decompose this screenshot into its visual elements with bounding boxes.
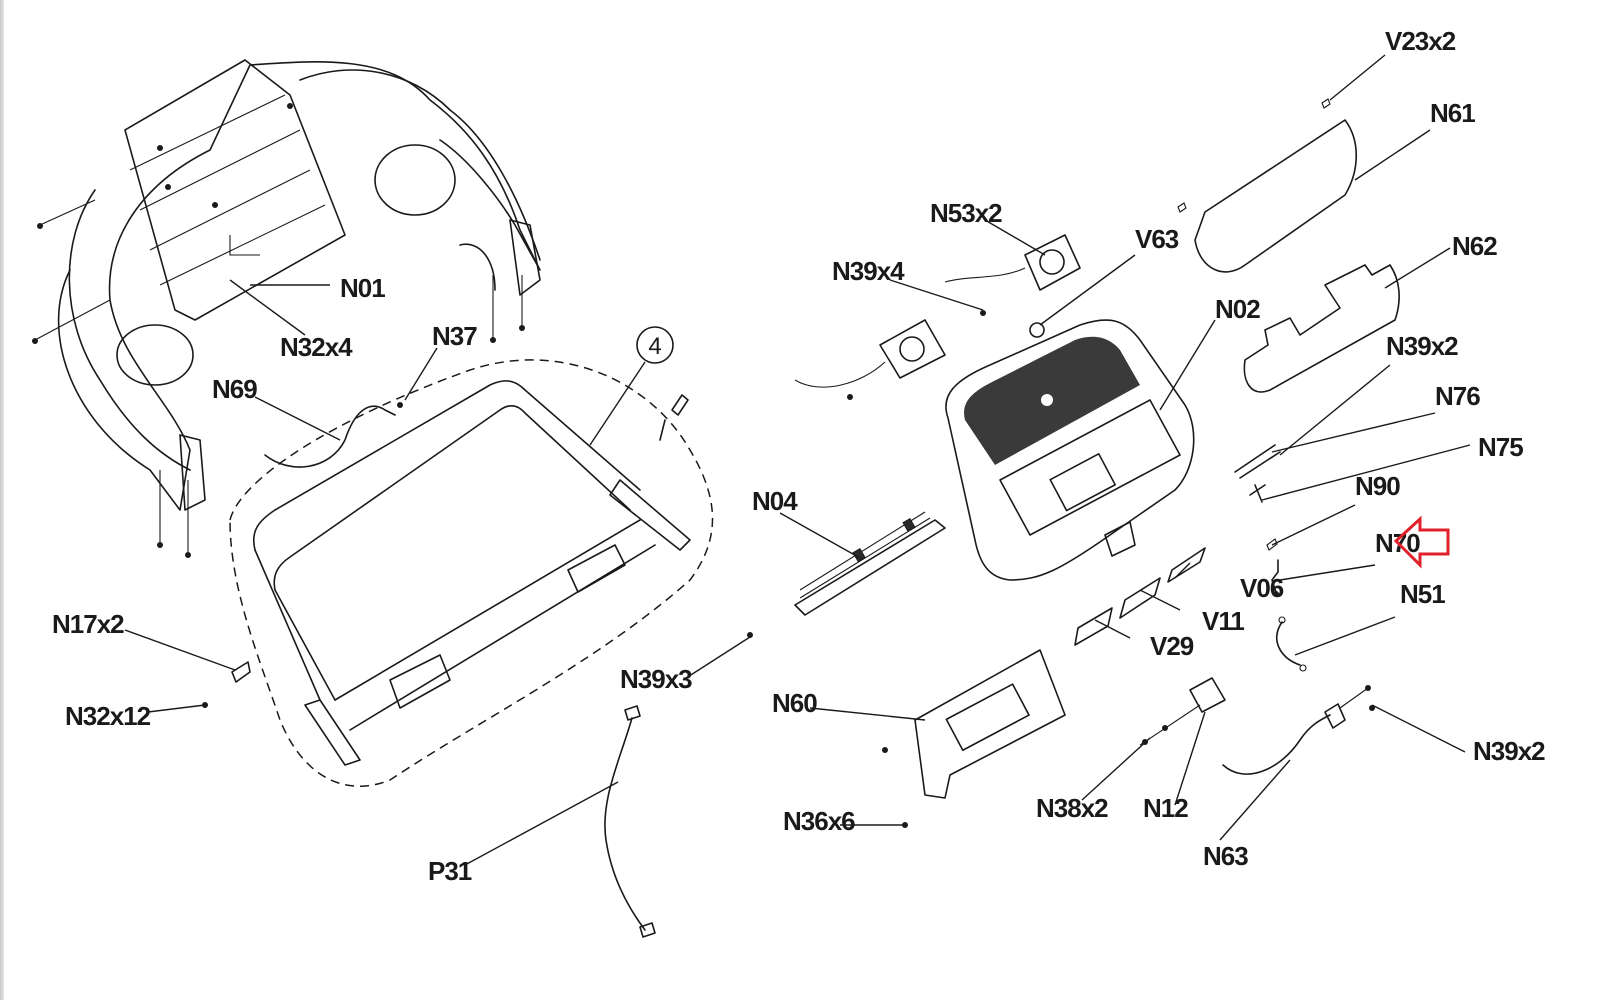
label-n60: N60 (772, 688, 817, 718)
label-n36x6: N36x6 (783, 806, 855, 836)
label-n32x12: N32x12 (65, 701, 151, 731)
highlight-arrow-icon (1393, 515, 1450, 569)
label-v23x2: V23x2 (1385, 26, 1456, 56)
assembly-callout-number: 4 (648, 333, 661, 360)
page-edge-bar (0, 0, 4, 1000)
overlay-n62 (1243, 264, 1400, 393)
handlebar-frame-assembly (229, 359, 714, 787)
cable-n69 (264, 405, 396, 468)
screw-n37 (397, 402, 403, 408)
label-n90: N90 (1355, 471, 1400, 501)
knob-v63 (1029, 322, 1045, 338)
label-n39x4: N39x4 (832, 256, 905, 286)
speaker-upper (944, 234, 1081, 316)
console-housing-n02 (945, 319, 1195, 581)
label-v29: V29 (1150, 631, 1194, 661)
label-n04: N04 (752, 486, 798, 516)
label-n39x3: N39x3 (620, 664, 692, 694)
label-n63: N63 (1203, 841, 1248, 871)
label-p31: P31 (428, 856, 472, 886)
pcb-n60 (882, 649, 1066, 828)
part-n75 (1249, 484, 1266, 503)
speaker-lower (794, 319, 946, 400)
label-n76: N76 (1435, 381, 1480, 411)
cable-p31 (604, 717, 646, 931)
label-v11: V11 (1202, 606, 1244, 636)
sticker-v06 (1167, 547, 1206, 583)
label-v06: V06 (1240, 573, 1284, 603)
label-n02: N02 (1215, 294, 1260, 324)
label-n39x2-bottom: N39x2 (1473, 736, 1545, 766)
label-n75: N75 (1478, 432, 1523, 462)
part-n76 (1234, 444, 1281, 479)
switch-n12 (1189, 677, 1226, 713)
assembly-callout-circle (636, 326, 674, 364)
label-n01: N01 (340, 273, 385, 303)
overlay-n61 (1194, 119, 1358, 273)
bracket-n04 (794, 511, 946, 616)
label-n61: N61 (1430, 98, 1475, 128)
label-n37: N37 (432, 321, 477, 351)
label-n32x4: N32x4 (280, 332, 353, 362)
label-v63: V63 (1135, 224, 1179, 254)
cable-n63 (1222, 714, 1331, 775)
label-n62: N62 (1452, 231, 1497, 261)
console-shell-part (32, 59, 541, 558)
label-n38x2: N38x2 (1036, 793, 1108, 823)
label-n53x2: N53x2 (930, 198, 1002, 228)
part-n90 (1266, 538, 1278, 551)
label-n12: N12 (1143, 793, 1188, 823)
frame-bolt (659, 394, 689, 441)
label-n69: N69 (212, 374, 257, 404)
label-n39x2-top: N39x2 (1386, 331, 1458, 361)
callout-labels: V23x2 N61 N62 N39x2 N76 N75 N90 N70 N51 … (52, 26, 1546, 886)
leader-lines (124, 54, 1471, 866)
cable-n51 (1276, 621, 1301, 666)
part-n70 (1271, 559, 1279, 593)
label-n51: N51 (1400, 579, 1445, 609)
sticker-v11 (1119, 577, 1161, 619)
label-n17x2: N17x2 (52, 609, 124, 639)
clip-n17 (231, 661, 251, 683)
